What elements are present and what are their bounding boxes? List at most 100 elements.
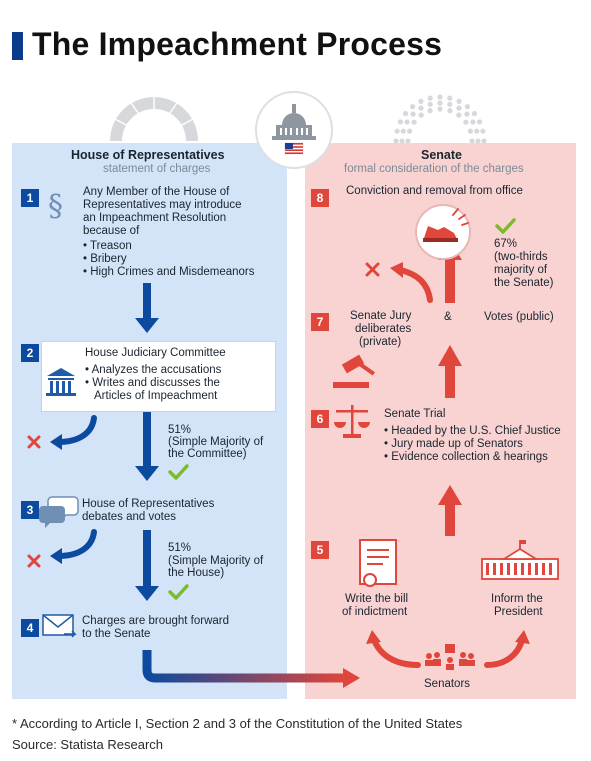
- senators-icon: [425, 644, 475, 670]
- senate-seat-dot: [464, 104, 470, 110]
- footnote: * According to Article I, Section 2 and …: [12, 716, 463, 731]
- bill-line-1: Write the bill: [345, 593, 409, 605]
- us-flag-icon: [284, 142, 304, 155]
- senate-vote-line-1: (two-thirds: [494, 251, 548, 263]
- step-1-badge: 1: [21, 189, 39, 207]
- step-2-badge: 2: [21, 344, 39, 362]
- step-4-line-1: Charges are brought forward: [82, 615, 230, 627]
- shoe-icon: [415, 204, 471, 260]
- senate-seat-dot: [437, 100, 443, 106]
- senate-seat-dot: [464, 111, 470, 117]
- transfer-arrow: [142, 650, 345, 683]
- house-seats-icon: [110, 97, 198, 141]
- title-accent-bar: [12, 32, 23, 60]
- step-7-amp: &: [444, 311, 452, 323]
- step-2-items: Analyzes the accusations Writes and disc…: [85, 364, 222, 390]
- senate-seat-dot: [418, 98, 424, 104]
- senate-seat-dot: [447, 95, 453, 101]
- envelope-icon: [42, 614, 77, 638]
- senate-seat-dot: [471, 111, 477, 117]
- document-icon: [359, 539, 397, 587]
- senate-seat-dot: [394, 128, 400, 134]
- inform-line-1: Inform the: [491, 593, 543, 605]
- senate-seat-dot: [475, 138, 481, 144]
- chat-icon: [39, 496, 79, 528]
- step-6-badge: 6: [311, 410, 329, 428]
- house-title: House of Representatives: [71, 148, 225, 162]
- votes-public: Votes (public): [484, 311, 554, 323]
- step-3-badge: 3: [21, 501, 39, 519]
- gavel-icon: [333, 354, 375, 388]
- paragraph-icon: §: [48, 189, 63, 224]
- jury-line-2: deliberates: [355, 323, 412, 335]
- reason-item: High Crimes and Misdemeanors: [83, 266, 254, 279]
- senate-vote-line-2: majority of: [494, 264, 548, 276]
- source: Source: Statista Research: [12, 737, 164, 752]
- step-5-badge: 5: [311, 541, 329, 559]
- reject-arrows-house: [55, 415, 97, 559]
- senate-seat-dot: [393, 138, 399, 144]
- senate-seat-dot: [447, 108, 453, 114]
- bill-line-2: of indictment: [342, 606, 408, 618]
- scales-icon: [334, 405, 370, 438]
- capitol-icon: [255, 91, 333, 169]
- reason-item: Treason: [83, 240, 255, 253]
- senate-seat-dot: [397, 119, 403, 125]
- trial-item: Headed by the U.S. Chief Justice: [384, 425, 560, 438]
- senate-title: Senate: [421, 148, 462, 162]
- senate-seat-dot: [418, 112, 424, 118]
- step-6-title: Senate Trial: [384, 408, 446, 420]
- senate-seat-dot: [481, 138, 487, 144]
- step-4-line-2: to the Senate: [82, 628, 151, 640]
- senate-seat-dot: [437, 94, 443, 100]
- step-7-badge: 7: [311, 313, 329, 331]
- step-1-text-line-3: an Impeachment Resolution: [83, 212, 227, 224]
- senate-seat-dot: [407, 128, 413, 134]
- step-2-title: House Judiciary Committee: [85, 347, 226, 359]
- house-flow-arrows: [135, 283, 159, 601]
- step-3-line-1: House of Representatives: [82, 498, 215, 510]
- trial-item: Jury made up of Senators: [384, 438, 561, 451]
- step-3-line-2: debates and votes: [82, 511, 176, 523]
- senate-seat-dot: [477, 119, 483, 125]
- senate-seat-dot: [405, 138, 411, 144]
- step-6-items: Headed by the U.S. Chief Justice Jury ma…: [384, 425, 561, 464]
- senate-seat-dot: [410, 104, 416, 110]
- jury-line-1: Senate Jury: [350, 310, 412, 322]
- senate-seat-dot: [400, 128, 406, 134]
- senate-seat-dot: [456, 112, 462, 118]
- senate-subtitle: formal consideration of the charges: [344, 163, 524, 175]
- senate-seat-dot: [411, 119, 417, 125]
- step-1-reasons: Treason Bribery High Crimes and Misdemea…: [83, 240, 255, 279]
- step-8-badge: 8: [311, 189, 329, 207]
- step-1-text-line-4: because of: [83, 225, 140, 237]
- senate-seat-dot: [456, 98, 462, 104]
- senate-seat-dot: [456, 105, 462, 111]
- house-vote-line-2: the House): [168, 567, 225, 579]
- senate-seats-icon: [393, 94, 487, 144]
- committee-vote-pct: 51%: [168, 424, 192, 436]
- inform-line-2: President: [494, 606, 543, 618]
- senate-seat-dot: [418, 105, 424, 111]
- senate-seat-dot: [437, 106, 443, 112]
- senate-seat-dot: [427, 95, 433, 101]
- reason-item: Bribery: [83, 253, 255, 266]
- step-1-text-line-1: Any Member of the House of: [83, 186, 230, 198]
- senate-curved-arrows: [371, 267, 525, 668]
- senate-seat-dot: [474, 128, 480, 134]
- check-icon: [168, 218, 516, 600]
- senate-seat-dot: [469, 138, 475, 144]
- senate-seat-dot: [447, 101, 453, 107]
- cross-icon: [27, 262, 380, 568]
- committee-vote-line-1: (Simple Majority of: [168, 436, 264, 448]
- house-vote-pct: 51%: [168, 542, 192, 554]
- institution-icon: [46, 368, 76, 396]
- senate-seat-dot: [404, 119, 410, 125]
- senate-seat-dot: [403, 111, 409, 117]
- committee-vote-line-2: the Committee): [168, 448, 247, 460]
- jury-line-3: (private): [359, 336, 402, 348]
- step-2-item: Writes and discusses the: [85, 377, 221, 390]
- step-2-item: Analyzes the accusations: [85, 364, 222, 377]
- senate-seat-dot: [463, 119, 469, 125]
